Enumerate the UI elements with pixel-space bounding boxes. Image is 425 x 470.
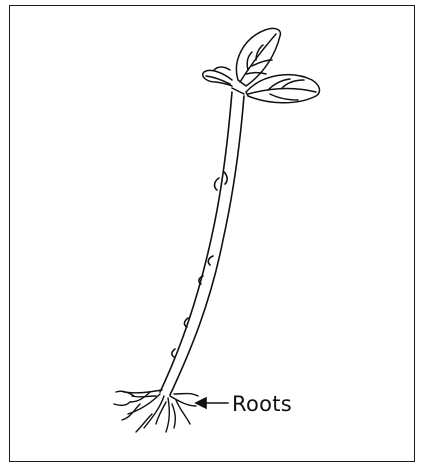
roots-pointer-arrow [196,398,228,408]
roots [114,390,198,432]
roots-label: Roots [232,392,292,416]
stem [160,92,244,395]
leaves [203,28,320,102]
